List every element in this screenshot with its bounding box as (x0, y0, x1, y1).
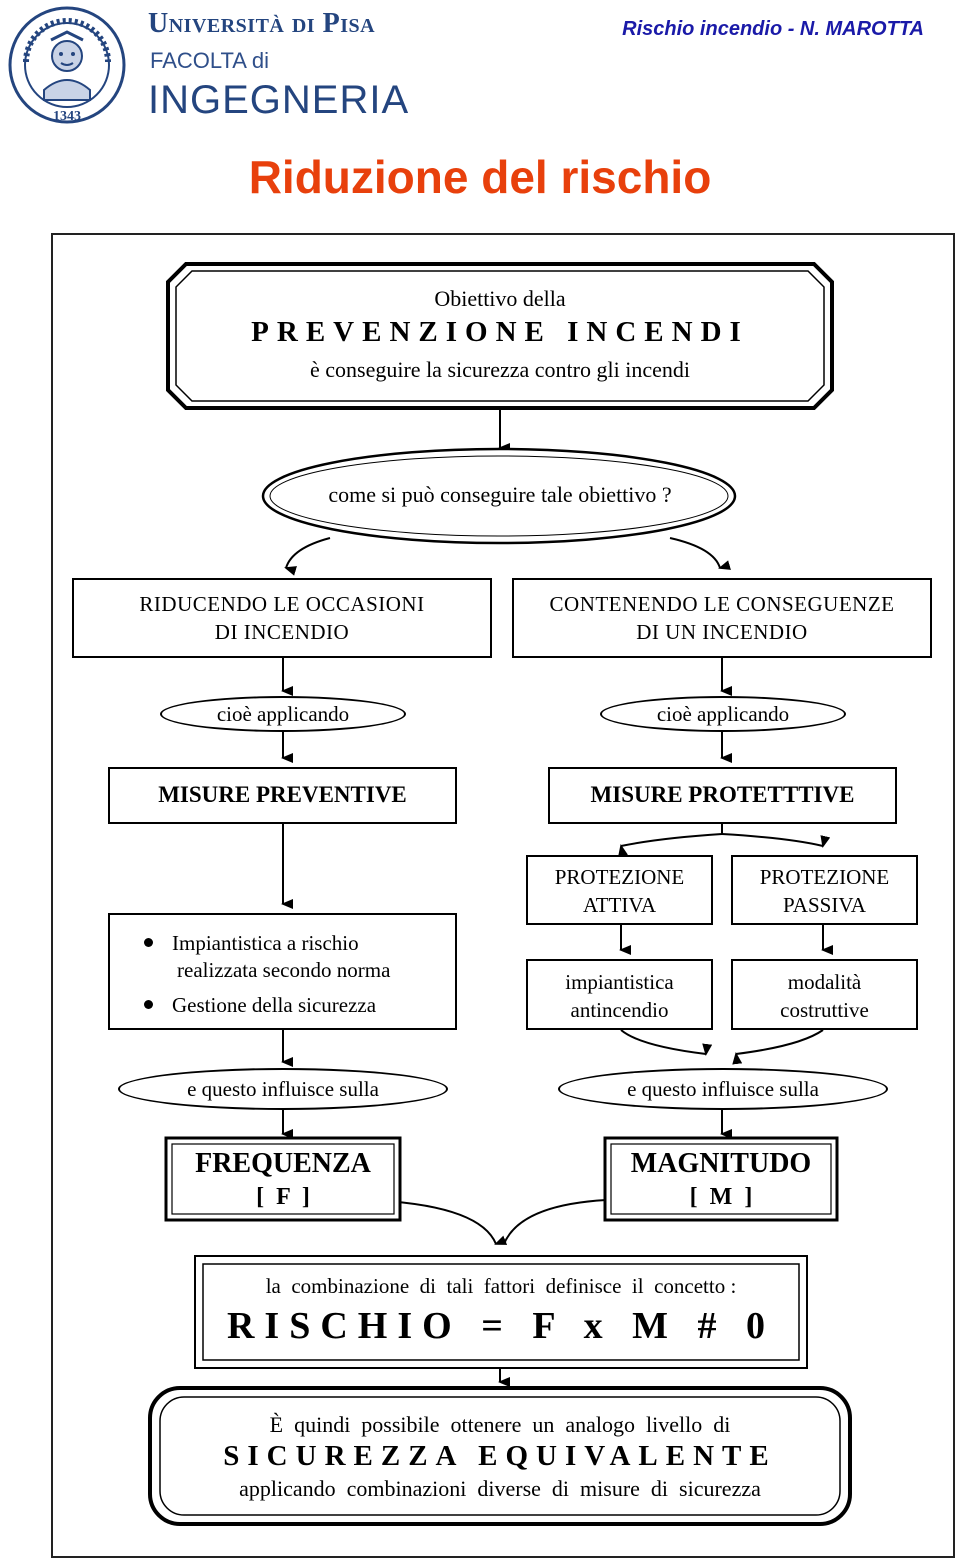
page-title: Riduzione del rischio (248, 151, 712, 203)
left-applying-oval: cioè applicando (160, 696, 406, 732)
reduce-occasions-line2: DI INCENDIO (214, 620, 350, 644)
fire-systems-line2: antincendio (570, 998, 669, 1022)
preventive-measures-box: MISURE PREVENTIVE (108, 767, 457, 824)
preventive-list: Impiantistica a rischio realizzata secon… (140, 930, 390, 1019)
right-influence-text: e questo influisce sulla (627, 1077, 819, 1101)
left-influence-oval: e questo influisce sulla (118, 1068, 448, 1110)
passive-protection-line1: PROTEZIONE (759, 865, 890, 889)
objective-box-outline (166, 262, 834, 410)
list-item-continuation: realizzata secondo norma (140, 957, 390, 984)
reduce-occasions-line1: RIDUCENDO LE OCCASIONI (139, 592, 425, 616)
question-text: come si può conseguire tale obiettivo ? (328, 482, 672, 507)
bullet-icon (144, 1000, 153, 1009)
university-name: Università di Pisa (148, 8, 376, 39)
risk-formula: RISCHIO = F x M # 0 (226, 1305, 776, 1347)
university-seal-icon: 1343 (8, 6, 126, 124)
objective-title: PREVENZIONE INCENDI (251, 316, 749, 348)
construction-methods-line1: modalità (787, 970, 862, 994)
passive-protection-line2: PASSIVA (783, 893, 866, 917)
conclusion-box-outline (148, 1386, 852, 1526)
contain-consequences-box: CONTENENDO LE CONSEGUENZE DI UN INCENDIO (512, 578, 932, 658)
bullet-icon (144, 938, 153, 947)
objective-line3: è conseguire la sicurezza contro gli inc… (310, 357, 690, 382)
fire-systems-box: impiantistica antincendio (526, 959, 713, 1030)
svg-text:1343: 1343 (53, 109, 81, 124)
frequency-label: FREQUENZA (195, 1148, 371, 1179)
combination-box-outline (194, 1255, 808, 1369)
header-credit: Rischio incendio - N. MAROTTA (622, 18, 924, 40)
question-oval (261, 447, 737, 545)
magnitude-box-outline (603, 1136, 839, 1222)
active-protection-line2: ATTIVA (582, 893, 657, 917)
list-item-text: Impiantistica a rischio (172, 931, 359, 955)
list-item-text: realizzata secondo norma (177, 958, 391, 982)
right-applying-text: cioè applicando (656, 702, 790, 726)
left-applying-text: cioè applicando (216, 702, 350, 726)
preventive-list-box (108, 913, 457, 1030)
protective-measures-box: MISURE PROTETTTIVE (548, 767, 897, 824)
active-protection-line1: PROTEZIONE (554, 865, 685, 889)
combination-text: la combinazione di tali fattori definisc… (265, 1274, 737, 1298)
magnitude-label: MAGNITUDO (630, 1148, 812, 1179)
preventive-measures-text: MISURE PREVENTIVE (158, 782, 407, 807)
contain-consequences-line1: CONTENENDO LE CONSEGUENZE (549, 592, 895, 616)
passive-protection-box: PROTEZIONE PASSIVA (731, 855, 918, 925)
construction-methods-line2: costruttive (780, 998, 869, 1022)
frequency-box-outline (164, 1136, 402, 1222)
faculty-name: INGEGNERIA (148, 78, 410, 122)
conclusion-line3: applicando combinazioni diverse di misur… (239, 1476, 761, 1501)
contain-consequences-line2: DI UN INCENDIO (636, 620, 808, 644)
magnitude-symbol: [ M ] (689, 1184, 753, 1210)
objective-line1: Obiettivo della (434, 286, 566, 311)
diagram-frame (51, 233, 955, 1558)
list-item: Impiantistica a rischio (140, 930, 390, 957)
right-applying-oval: cioè applicando (600, 696, 846, 732)
active-protection-box: PROTEZIONE ATTIVA (526, 855, 713, 925)
fire-systems-line1: impiantistica (565, 970, 674, 994)
protective-measures-text: MISURE PROTETTTIVE (590, 782, 855, 807)
left-influence-text: e questo influisce sulla (187, 1077, 379, 1101)
equivalent-safety-title: SICUREZZA EQUIVALENTE (223, 1440, 777, 1472)
construction-methods-box: modalità costruttive (731, 959, 918, 1030)
list-item: Gestione della sicurezza (140, 992, 390, 1019)
reduce-occasions-box: RIDUCENDO LE OCCASIONI DI INCENDIO (72, 578, 492, 658)
right-influence-oval: e questo influisce sulla (558, 1068, 888, 1110)
frequency-symbol: [ F ] (256, 1184, 310, 1210)
conclusion-line1: È quindi possibile ottenere un analogo l… (269, 1412, 731, 1437)
list-item-text: Gestione della sicurezza (172, 993, 377, 1017)
faculty-label: FACOLTA di (150, 48, 270, 73)
